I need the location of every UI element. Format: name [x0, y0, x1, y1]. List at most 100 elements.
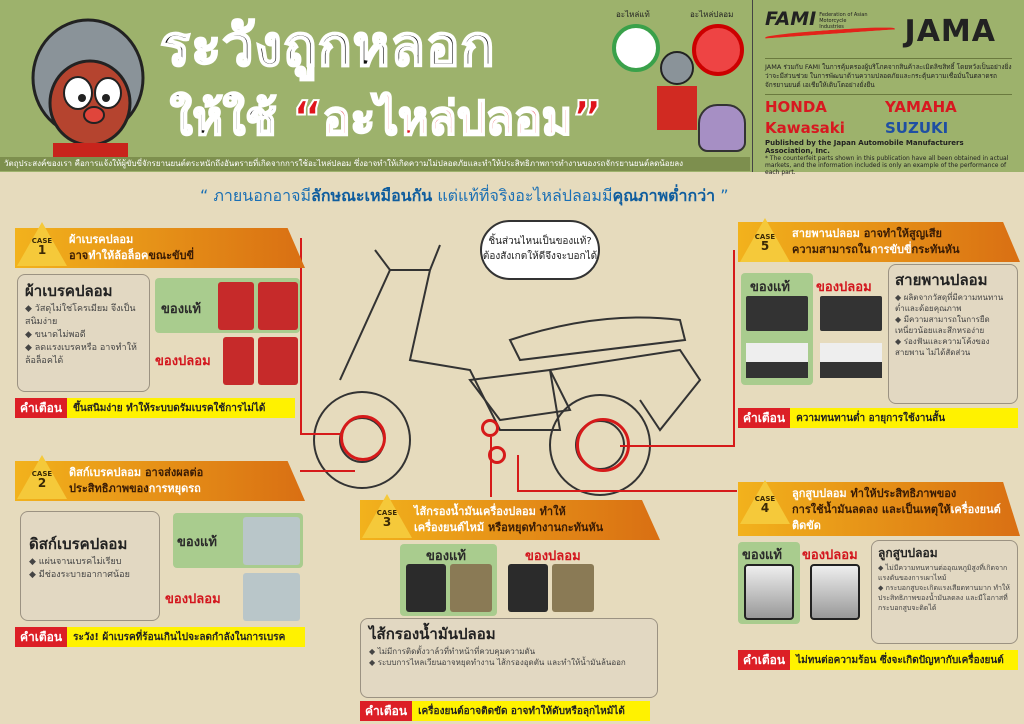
case-4-warning: คำเตือนไม่ทนต่อความร้อน ซึ่งจะเกิดปัญหาก…: [738, 650, 1018, 670]
case-5-line2: ความสามารถในการขับขี่กระทันหัน: [792, 242, 1020, 258]
fake-label: ของปลอม: [165, 592, 221, 607]
case-2-h2a: ประสิทธิภาพของ: [69, 482, 149, 495]
genuine-badge-label: อะไหล่แท้: [616, 10, 650, 19]
bullet: ◆ ระบบการไหลเวียนอาจหยุดทำงาน ไส้กรองอุด…: [369, 658, 626, 667]
warning-text: เครื่องยนต์อาจติดขัด อาจทำให้ดับหรือลุกไ…: [418, 705, 625, 717]
yamaha-logo: YAMAHA: [885, 98, 957, 116]
header-banner: [0, 0, 1024, 172]
warning-label: คำเตือน: [738, 650, 791, 670]
fake-piston-photo: [810, 564, 860, 620]
warning-label: คำเตือน: [360, 701, 413, 721]
fake-badge-label: อะไหล่ปลอม: [690, 10, 734, 19]
case-5-h1: สายพานปลอม: [792, 227, 860, 240]
connector-line: [300, 433, 342, 435]
warning-label: คำเตือน: [15, 627, 68, 647]
case-2: ดิสก์เบรคปลอม อาจส่งผลต่อประสิทธิภาพของก…: [15, 455, 305, 647]
case-4-h1: ลูกสูบปลอม: [792, 487, 847, 500]
bullet: ◆ ไม่มีการติดตั้งวาล์วที่ทำหน้าที่ควบคุม…: [369, 647, 536, 656]
fake-label: ของปลอม: [525, 549, 581, 564]
marker-piston: [488, 446, 506, 464]
genuine-label: ของแท้: [426, 549, 466, 564]
published-by: Published by the Japan Automobile Manufa…: [765, 139, 964, 155]
subtitle-prefix: ให้ใช้: [169, 90, 277, 146]
case-2-info: ดิสก์เบรคปลอม ◆ แผ่นจานเบรคไม่เรียบ ◆ มีช่…: [20, 511, 160, 621]
case-1: ผ้าเบรคปลอมอาจทำให้ล้อล็อคขณะขับขี่ CASE…: [15, 222, 305, 418]
case-3-h2a: เครื่องยนต์ไหม้: [414, 521, 485, 534]
cloud-line-2: ต้องสังเกตให้ดีจึงจะบอกได้: [482, 251, 598, 262]
fake-label: ของปลอม: [155, 354, 211, 369]
case-2-line1: ดิสก์เบรคปลอม อาจส่งผลต่อ: [69, 465, 305, 481]
marker-brake-drum: [340, 415, 386, 461]
case-5-title: สายพานปลอม: [895, 271, 988, 289]
case-3-h1b: ทำให้: [535, 505, 566, 518]
bullet: ◆ ผลิตจากวัสดุที่มีความทนทานต่ำและด้อยคุ…: [895, 293, 1004, 313]
case-3-line1: ไส้กรองน้ำมันเครื่องปลอม ทำให้: [414, 504, 660, 520]
genuine-piston-photo: [744, 564, 794, 620]
case-1-warning: คำเตือนขึ้นสนิมง่าย ทำให้ระบบดรัมเบรคใช้…: [15, 398, 295, 418]
connector-line: [517, 455, 519, 490]
connector-line: [300, 470, 355, 472]
main-subtitle: ให้ใช้ “อะไหล่ปลอม”: [169, 90, 603, 146]
genuine-label: ของแท้: [177, 535, 217, 550]
case-4-line1: ลูกสูบปลอม ทำให้ประสิทธิภาพของ: [792, 486, 1020, 502]
case-1-line2: อาจทำให้ล้อล็อคขณะขับขี่: [69, 248, 305, 264]
bullet: ◆ ร่องฟันและความโค้งของสายพาน ไม่ได้สัดส…: [895, 337, 990, 357]
case-5: สายพานปลอม อาจทำให้สูญเสียความสามารถในกา…: [738, 218, 1020, 428]
fami-logo: FAMI: [765, 8, 817, 30]
quote-mid: แต่แท้ที่จริงอะไหล่ปลอมมี: [432, 186, 613, 205]
genuine-label: ของแท้: [742, 548, 782, 563]
case-3-h2b: หรือหยุดทำงานกะทันหัน: [484, 521, 604, 534]
kawasaki-logo: Kawasaki: [765, 119, 845, 137]
case-1-h2a: อาจ: [69, 249, 89, 262]
genuine-belt-side-photo: [746, 343, 808, 378]
case-2-line2: ประสิทธิภาพของการหยุดรถ: [69, 481, 305, 497]
connector-line: [733, 250, 735, 445]
fake-badge-icon: [692, 24, 744, 76]
case-5-h1b: อาจทำให้สูญเสีย: [859, 227, 942, 240]
case-4-h2b: เครื่องยนต์ติดขัด: [792, 503, 1001, 532]
bullet: ◆ มีช่องระบายอากาศน้อย: [29, 570, 130, 580]
case-3-h1: ไส้กรองน้ำมันเครื่องปลอม: [414, 505, 536, 518]
fake-disc-photo: [243, 573, 300, 621]
warning-text: ขึ้นสนิมง่าย ทำให้ระบบดรัมเบรคใช้การไม่ไ…: [73, 402, 266, 414]
genuine-label: ของแท้: [161, 302, 201, 317]
fami-subtitle: Federation of Asian Motorcycle Industrie…: [819, 11, 868, 30]
case-label: CASE: [31, 470, 53, 478]
marker-oil-filter: [481, 419, 499, 437]
warning-label: คำเตือน: [738, 408, 791, 428]
jama-logo: JAMA: [904, 14, 996, 49]
bullet: ◆ แผ่นจานเบรคไม่เรียบ: [29, 557, 122, 567]
fake-brake-shoe-photo: [223, 337, 254, 385]
org-description: JAMA ร่วมกับ FAMI ในการคุ้มครองผู้บริโภค…: [765, 58, 1012, 95]
case-5-info: สายพานปลอม ◆ ผลิตจากวัสดุที่มีความทนทานต่…: [888, 264, 1018, 404]
genuine-label: ของแท้: [750, 280, 790, 295]
case-2-title: ดิสก์เบรคปลอม: [29, 535, 128, 553]
quote-bold-2: คุณภาพต่ำกว่า: [612, 186, 716, 205]
connector-line: [620, 445, 735, 447]
case-3-line2: เครื่องยนต์ไหม้ หรือหยุดทำงานกะทันหัน: [414, 520, 660, 536]
suzuki-logo: SUZUKI: [885, 119, 949, 137]
case-1-h2b: ทำให้ล้อล็อค: [88, 249, 149, 262]
case-2-h1b: อาจส่งผลต่อ: [141, 466, 204, 479]
genuine-belt-photo: [746, 296, 808, 331]
connector-line: [300, 238, 302, 433]
fake-filter-cut-photo: [552, 564, 594, 612]
case-2-warning: คำเตือนระวัง! ผ้าเบรคที่ร้อนเกินไปจะลดกำ…: [15, 627, 305, 647]
case-5-h2a: ความสามารถใน: [792, 243, 871, 256]
genuine-vs-fake-illustration: อะไหล่แท้ อะไหล่ปลอม: [610, 6, 748, 156]
quote-close: ”: [715, 186, 729, 205]
fake-label: ของปลอม: [802, 548, 858, 563]
case-3-header: ไส้กรองน้ำมันเครื่องปลอม ทำให้เครื่องยนต…: [360, 500, 660, 540]
case-label: CASE: [754, 233, 776, 241]
bullet: ◆ กระบอกสูบจะเกิดแรงเสียดทานมาก ทำให้ประ…: [878, 584, 1010, 612]
fake-filter-photo: [508, 564, 548, 612]
cloud-line-1: ชิ้นส่วนไหนเป็นของแท้?: [488, 236, 592, 247]
connector-line: [517, 490, 737, 492]
case-4-info: ลูกสูบปลอม◆ ไม่มีความทนทานต่ออุณหภูมิสูง…: [871, 540, 1018, 644]
genuine-filter-photo: [406, 564, 446, 612]
warning-text: ความทนทานต่ำ อายุการใช้งานสั้น: [796, 412, 946, 424]
bullet: ◆ ลดแรงเบรคหรือ อาจทำให้ล้อล็อคได้: [25, 343, 137, 366]
case-1-info: ผ้าเบรคปลอม◆ วัสดุไม่ใช่โครเมียม จึงเป็น…: [17, 274, 150, 392]
